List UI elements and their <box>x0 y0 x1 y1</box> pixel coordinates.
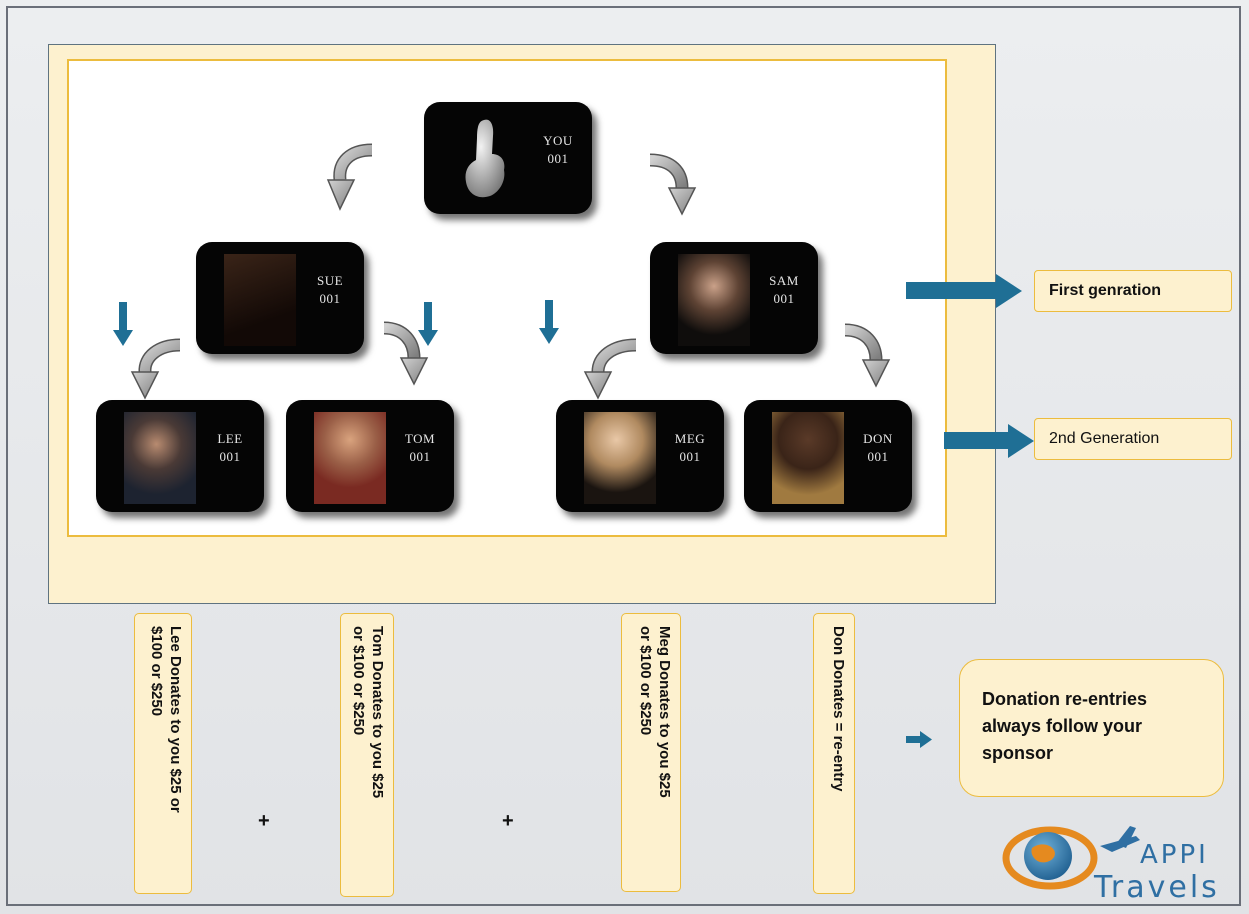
node-name: TOM <box>404 431 436 446</box>
first-generation-label: First genration <box>1034 270 1232 312</box>
donation-line: Don Donates = re-entry <box>830 626 847 792</box>
node-name: LEE <box>217 431 243 446</box>
node-id: 001 <box>867 449 889 464</box>
logo-text-travels: Travels <box>1094 870 1220 905</box>
node-id: 001 <box>319 291 341 306</box>
blue-down-arrow-1 <box>113 302 133 346</box>
node-name: MEG <box>674 431 706 446</box>
first-generation-arrow <box>906 274 1022 308</box>
reentry-callout: Donation re-entries always follow your s… <box>959 659 1224 797</box>
node-sam: SAM 001 <box>650 242 818 354</box>
member-photo <box>678 254 750 346</box>
donation-box-meg: Meg Donates to you $25 or $100 or $250 <box>621 613 681 892</box>
donation-box-tom: Tom Donates to you $25 or $100 or $250 <box>340 613 394 897</box>
node-id: 001 <box>773 291 795 306</box>
blue-right-arrows <box>906 274 1034 748</box>
second-generation-arrow <box>944 424 1034 458</box>
member-photo <box>224 254 296 346</box>
blue-down-arrow-3 <box>418 302 438 346</box>
curved-arrow-you-to-sue <box>326 143 373 211</box>
node-id: 001 <box>219 449 241 464</box>
curved-arrow-sue-to-tom <box>383 321 429 386</box>
member-photo <box>584 412 656 504</box>
donation-box-don: Don Donates = re-entry <box>813 613 855 894</box>
slide-border <box>6 6 1241 906</box>
callout-line: Donation re-entries <box>982 689 1148 709</box>
node-sue: SUE 001 <box>196 242 364 354</box>
node-id: 001 <box>409 449 431 464</box>
curved-arrow-sue-to-lee <box>130 338 181 400</box>
plus-sign: + <box>502 810 514 832</box>
curved-arrow-you-to-sam <box>649 153 697 216</box>
second-generation-label: 2nd Generation <box>1034 418 1232 460</box>
node-don: DON 001 <box>744 400 912 512</box>
pointing-hand-icon <box>465 119 505 198</box>
node-name: YOU <box>543 133 573 148</box>
first-generation-text: First genration <box>1049 282 1162 299</box>
node-name: SUE <box>316 273 344 288</box>
donation-box-lee: Lee Donates to you $25 or $100 or $250 <box>134 613 192 894</box>
curved-arrow-sam-to-don <box>844 323 891 388</box>
plus-sign: + <box>258 810 270 832</box>
second-generation-text: 2nd Generation <box>1049 430 1160 447</box>
donation-line: or $100 or $250 <box>637 626 654 736</box>
node-id: 001 <box>547 151 569 166</box>
globe-airplane-icon <box>1002 826 1140 890</box>
donation-line: Meg Donates to you $25 <box>656 626 673 798</box>
member-photo <box>314 412 386 504</box>
blue-down-arrow-4 <box>539 300 559 344</box>
donation-line: Tom Donates to you $25 <box>369 626 386 799</box>
node-name: DON <box>863 431 893 446</box>
node-name: SAM <box>769 273 799 288</box>
node-lee: LEE 001 <box>96 400 264 512</box>
node-id: 001 <box>679 449 701 464</box>
curved-arrow-sam-to-meg <box>583 338 637 400</box>
member-photo <box>124 412 196 504</box>
donation-line: Lee Donates to you $25 or <box>167 626 184 813</box>
donation-line: $100 or $250 <box>148 626 165 717</box>
callout-line: sponsor <box>982 743 1054 763</box>
member-photo <box>772 412 844 504</box>
callout-arrow <box>906 731 932 748</box>
node-tom: TOM 001 <box>286 400 454 512</box>
donation-line: or $100 or $250 <box>350 626 367 736</box>
callout-line: always follow your <box>982 716 1143 736</box>
node-you: YOU 001 <box>424 102 592 214</box>
logo-text-appi: APPI <box>1140 840 1209 870</box>
node-meg: MEG 001 <box>556 400 724 512</box>
